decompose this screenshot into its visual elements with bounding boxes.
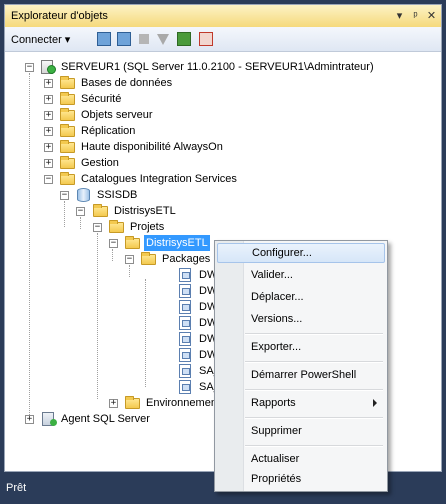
tree-label: Haute disponibilité AlwaysOn xyxy=(81,141,223,153)
tree-label: Projets xyxy=(130,221,165,233)
expand-icon[interactable]: + xyxy=(44,94,53,104)
menu-separator xyxy=(245,389,383,391)
context-menu-gutter xyxy=(215,241,244,491)
menu-item-label: Exporter... xyxy=(251,341,302,353)
context-menu: Configurer... Valider... Déplacer... Ver… xyxy=(214,240,388,492)
expand-icon[interactable]: + xyxy=(44,158,53,168)
expand-icon[interactable]: + xyxy=(44,126,53,136)
menu-item-label: Versions... xyxy=(251,313,303,325)
package-icon xyxy=(179,332,191,346)
server-icon xyxy=(41,60,56,74)
menu-item-label: Supprimer xyxy=(251,425,302,437)
tree-label: Réplication xyxy=(81,125,136,137)
expand-icon[interactable]: + xyxy=(109,398,118,408)
disconnect-icon[interactable] xyxy=(117,32,131,46)
tree-label: SSISDB xyxy=(97,189,138,201)
tree-label-selected: DistrisysETL xyxy=(144,235,210,251)
menu-item-export[interactable]: Exporter... xyxy=(217,337,385,357)
submenu-arrow-icon xyxy=(373,399,377,407)
menu-item-label: Actualiser xyxy=(251,453,300,465)
window-title: Explorateur d'objets xyxy=(11,10,108,22)
package-icon xyxy=(179,268,191,282)
menu-item-versions[interactable]: Versions... xyxy=(217,309,385,329)
tree-label: Sécurité xyxy=(81,93,122,105)
menu-separator xyxy=(245,417,383,419)
menu-item-label: Démarrer PowerShell xyxy=(251,369,357,381)
package-icon xyxy=(179,348,191,362)
menu-item-start-powershell[interactable]: Démarrer PowerShell xyxy=(217,365,385,385)
package-icon xyxy=(179,300,191,314)
menu-item-label: Déplacer... xyxy=(251,291,304,303)
folder-icon xyxy=(141,252,156,265)
folder-icon xyxy=(60,172,75,185)
catalog-database-icon xyxy=(77,188,90,202)
package-icon xyxy=(179,316,191,330)
menu-item-label: Configurer... xyxy=(252,247,312,259)
agent-icon xyxy=(42,412,57,426)
folder-icon xyxy=(125,396,140,409)
collapse-icon[interactable]: − xyxy=(93,222,102,232)
connect-object-explorer-icon[interactable] xyxy=(97,32,111,46)
tree-label: Agent SQL Server xyxy=(61,413,150,425)
connect-button[interactable]: Connecter ▾ xyxy=(11,34,71,46)
tree-label: Objets serveur xyxy=(81,109,153,121)
folder-icon xyxy=(60,92,75,105)
pin-icon[interactable]: ᵖ xyxy=(413,10,418,22)
collapse-icon[interactable]: − xyxy=(60,190,69,200)
menu-item-delete[interactable]: Supprimer xyxy=(217,421,385,441)
expand-icon[interactable]: + xyxy=(25,414,34,424)
menu-item-properties[interactable]: Propriétés xyxy=(217,469,385,489)
package-icon xyxy=(179,364,191,378)
tree-label: Bases de données xyxy=(81,77,173,89)
status-text: Prêt xyxy=(6,482,27,494)
expand-icon[interactable]: + xyxy=(44,142,53,152)
window-menu-dropdown[interactable]: ▾ xyxy=(396,10,403,22)
collapse-icon[interactable]: − xyxy=(76,206,85,216)
tree-label: Packages xyxy=(162,253,211,265)
menu-item-label: Valider... xyxy=(251,269,293,281)
tree-label: Gestion xyxy=(81,157,119,169)
folder-icon xyxy=(60,76,75,89)
package-icon xyxy=(179,380,191,394)
tree-label: DistrisysETL xyxy=(114,205,176,217)
filter-icon[interactable] xyxy=(157,34,169,45)
folder-icon xyxy=(93,204,108,217)
menu-item-label: Rapports xyxy=(251,397,296,409)
menu-item-label: Propriétés xyxy=(251,473,302,485)
tree-label: Catalogues Integration Services xyxy=(81,173,237,185)
menu-item-move[interactable]: Déplacer... xyxy=(217,287,385,307)
folder-icon xyxy=(60,108,75,121)
package-icon xyxy=(179,284,191,298)
menu-item-configure[interactable]: Configurer... xyxy=(217,243,385,263)
title-bar: Explorateur d'objets ▾ ᵖ ✕ xyxy=(5,5,441,28)
server-label: SERVEUR1 (SQL Server 11.0.2100 - SERVEUR… xyxy=(61,61,374,73)
collapse-icon[interactable]: − xyxy=(125,254,134,264)
menu-separator xyxy=(245,333,383,335)
folder-icon xyxy=(109,220,124,233)
project-icon xyxy=(125,236,140,249)
menu-item-refresh[interactable]: Actualiser xyxy=(217,449,385,469)
activity-monitor-icon[interactable] xyxy=(199,32,213,46)
expand-icon[interactable]: + xyxy=(44,110,53,120)
menu-item-reports[interactable]: Rapports xyxy=(217,393,385,413)
expand-icon[interactable]: + xyxy=(44,78,53,88)
close-icon[interactable]: ✕ xyxy=(426,10,437,22)
refresh-icon[interactable] xyxy=(177,32,191,46)
menu-item-validate[interactable]: Valider... xyxy=(217,265,385,285)
stop-icon[interactable] xyxy=(139,34,149,44)
menu-separator xyxy=(245,445,383,447)
menu-separator xyxy=(245,361,383,363)
folder-icon xyxy=(60,124,75,137)
collapse-icon[interactable]: − xyxy=(25,62,34,72)
tree-label: Environnements xyxy=(146,397,226,409)
collapse-icon[interactable]: − xyxy=(44,174,53,184)
toolbar: Connecter ▾ xyxy=(5,27,441,52)
collapse-icon[interactable]: − xyxy=(109,238,118,248)
folder-icon xyxy=(60,140,75,153)
tree-node-server[interactable]: − SERVEUR1 (SQL Server 11.0.2100 - SERVE… xyxy=(5,59,425,75)
folder-icon xyxy=(60,156,75,169)
